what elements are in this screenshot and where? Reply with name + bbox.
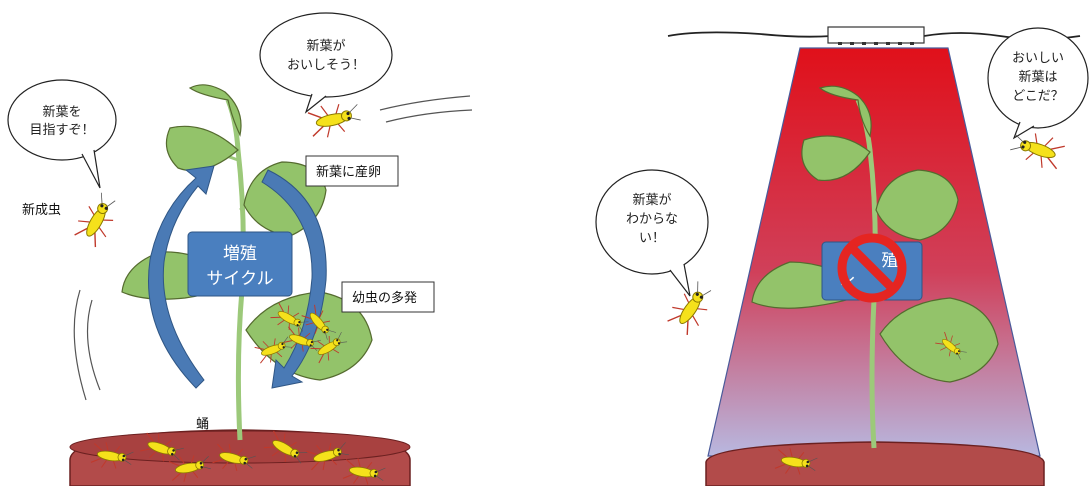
bubble-flying-line2: おいしそう！ (287, 58, 365, 73)
cycle-label-line1: 増殖 (223, 244, 257, 264)
speech-bubble-searching: おいしい 新葉は どこだ？ (987, 27, 1089, 140)
speech-bubble-adult: 新葉を 目指すぞ！ (7, 79, 117, 189)
right-pot (705, 441, 1045, 486)
bubble-adult-line1: 新葉を (42, 104, 81, 120)
bubble-confused-line3: い！ (639, 231, 665, 246)
right-leaf-lower-right (879, 297, 999, 383)
insect-icon (663, 277, 720, 338)
prohibition-icon (837, 233, 907, 303)
pupa-label: 蛹 (196, 417, 209, 432)
egg-laying-label: 新葉に産卵 (316, 164, 381, 180)
egg-laying-box (305, 155, 399, 187)
led-lamp-icon (827, 26, 925, 44)
left-cycle-arrow (147, 165, 215, 389)
larvae-outbreak-box (341, 281, 435, 313)
right-leaf-top (818, 85, 872, 138)
left-leaf-upper-left (165, 125, 239, 172)
speech-bubble-flying: 新葉が おいしそう！ (259, 12, 393, 114)
insect-icon (70, 189, 125, 250)
bubble-confused-line1: 新葉が (632, 192, 671, 208)
right-leaf-upper-left (801, 135, 871, 182)
right-leaf-upper-right (875, 169, 959, 241)
proliferation-cycle-box (187, 231, 293, 297)
cycle-label-line2: サイクル (206, 269, 273, 289)
right-scene: 殖 イ 新葉が わからな い！ おいしい 新葉は どこだ？ (595, 26, 1089, 486)
bubble-searching-line2: 新葉は (1018, 69, 1057, 85)
larvae-outbreak-label: 幼虫の多発 (352, 290, 417, 306)
blocked-cycle-label-line1: 殖 (882, 251, 899, 271)
left-leaf-top (188, 84, 242, 137)
new-adult-label: 新成虫 (22, 202, 61, 218)
bubble-flying-line1: 新葉が (306, 38, 345, 54)
left-scene: 増殖 サイクル 新葉に産卵 幼虫の多発 新葉を 目指すぞ！ 新葉が おいしそう！ (7, 12, 473, 486)
flight-motion-lines (73, 95, 473, 401)
bubble-confused-line2: わからな (626, 212, 678, 227)
bubble-searching-line3: どこだ？ (1012, 89, 1064, 104)
bubble-adult-line2: 目指すぞ！ (29, 123, 94, 138)
speech-bubble-confused: 新葉が わからな い！ (595, 169, 709, 297)
bubble-searching-line1: おいしい (1012, 51, 1064, 66)
